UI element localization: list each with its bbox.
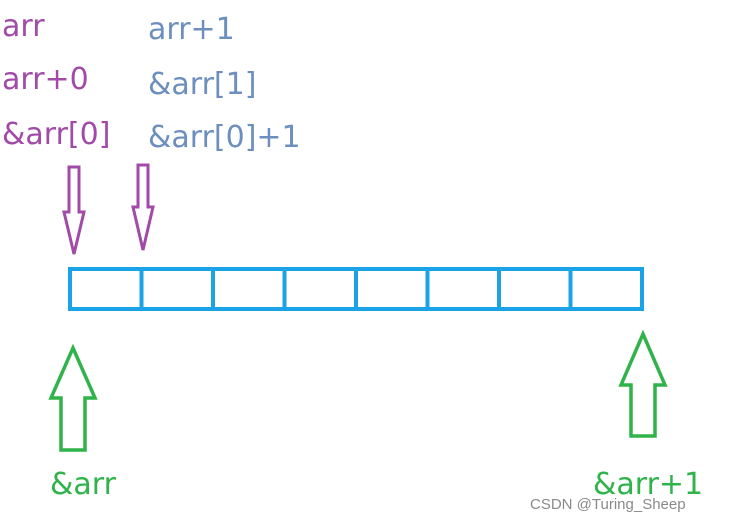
element-1-pointer-arrow [131, 163, 155, 251]
label-address-arr-0-plus-1: &arr[0]+1 [148, 120, 301, 155]
array-cell [68, 267, 144, 311]
array-next-pointer-arrow [618, 329, 668, 438]
array-cell [497, 267, 573, 311]
watermark: CSDN @Turing_Sheep [530, 496, 686, 513]
label-address-arr-0: &arr[0] [2, 117, 111, 152]
label-arr: arr [2, 9, 45, 44]
array-cell [425, 267, 501, 311]
array-cell [282, 267, 358, 311]
label-address-arr: &arr [50, 467, 116, 502]
array-cell [354, 267, 430, 311]
label-arr-plus-0: arr+0 [2, 62, 89, 97]
array-start-pointer-arrow [48, 343, 98, 452]
element-0-pointer-arrow [62, 165, 86, 255]
label-address-arr-plus-1: &arr+1 [593, 467, 704, 502]
array-cell [139, 267, 215, 311]
label-address-arr-1: &arr[1] [148, 67, 257, 102]
array-cell [211, 267, 287, 311]
label-arr-plus-1: arr+1 [148, 12, 235, 47]
array-cell [568, 267, 644, 311]
